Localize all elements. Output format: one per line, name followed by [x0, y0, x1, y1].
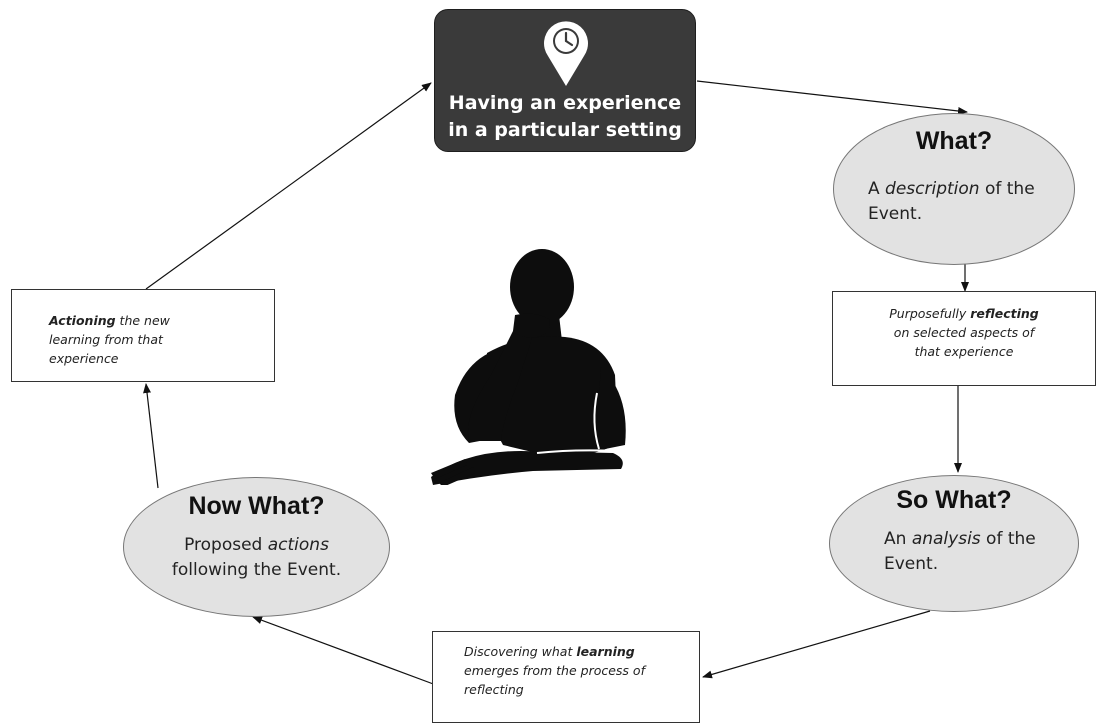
- experience-box: Having an experience in a particular set…: [434, 9, 696, 152]
- learning-box: Discovering what learning emerges from t…: [432, 631, 700, 723]
- map-pin-clock-icon: [544, 21, 588, 86]
- arrow-actioning-to-experience: [145, 82, 432, 290]
- what-description: A description of the Event.: [868, 179, 1035, 224]
- what-ellipse: What? A description of the Event.: [833, 113, 1075, 265]
- now-what-heading: Now What?: [188, 492, 325, 520]
- so-what-ellipse: So What? An analysis of the Event.: [829, 475, 1079, 612]
- now-what-ellipse: Now What? Proposed actions following the…: [123, 477, 390, 617]
- experience-title: Having an experience in a particular set…: [435, 90, 695, 144]
- what-heading: What?: [915, 127, 993, 155]
- reflecting-box: Purposefully reflecting on selected aspe…: [832, 291, 1096, 386]
- experience-line-1: Having an experience: [448, 92, 682, 114]
- arrow-now-what-to-actioning: [143, 383, 159, 489]
- actioning-text: Actioning the new learning from that exp…: [49, 313, 170, 366]
- experience-line-2: in a particular setting: [448, 119, 682, 141]
- now-what-description: Proposed actions following the Event.: [171, 535, 342, 580]
- so-what-heading: So What?: [896, 486, 1012, 514]
- thinking-person-silhouette-icon: [431, 249, 626, 485]
- reflecting-text: Purposefully reflecting on selected aspe…: [889, 306, 1039, 359]
- learning-text: Discovering what learning emerges from t…: [464, 644, 645, 697]
- so-what-description: An analysis of the Event.: [884, 529, 1036, 574]
- arrow-so-what-to-learning: [702, 610, 931, 679]
- arrow-learning-to-now-what: [252, 616, 437, 686]
- arrow-experience-to-what: [696, 80, 968, 115]
- actioning-box: Actioning the new learning from that exp…: [11, 289, 275, 382]
